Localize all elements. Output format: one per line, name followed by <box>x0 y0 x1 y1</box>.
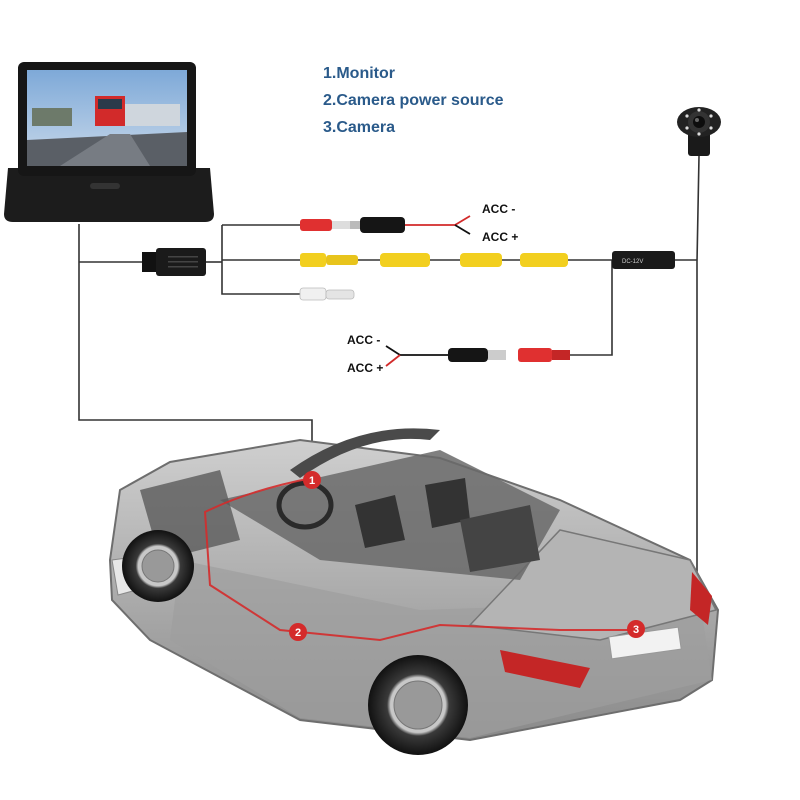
tail-light-left <box>500 650 590 688</box>
rear-seat <box>460 505 540 572</box>
acc-minus-bottom: ACC - <box>347 333 381 347</box>
front-seat-2 <box>425 478 470 528</box>
monitor-base <box>4 168 214 222</box>
rca-red-top <box>300 217 405 233</box>
monitor-button <box>90 183 120 189</box>
monitor-connector <box>142 248 206 276</box>
legend-power-source: 2.Camera power source <box>323 92 504 109</box>
acc-wires-top <box>405 215 471 235</box>
camera-lens <box>693 116 705 128</box>
front-seat <box>355 495 405 548</box>
dc-12v-label: DC-12V <box>622 259 643 265</box>
car-illustration <box>108 428 720 755</box>
acc-plus-top: ACC + <box>482 230 519 244</box>
marker-2: 2 <box>289 623 307 641</box>
rca-yellow-video <box>300 253 568 267</box>
legend-monitor: 1.Monitor <box>323 65 395 82</box>
rca-white-audio <box>299 287 355 301</box>
legend: 1.Monitor 2.Camera power source 3.Camera <box>323 60 504 141</box>
marker-3-label: 3 <box>633 624 639 636</box>
marker-1-label: 1 <box>309 475 315 487</box>
camera <box>677 107 721 156</box>
acc-wires-bottom <box>385 345 448 367</box>
marker-1: 1 <box>303 471 321 489</box>
truck-trailer <box>125 104 180 126</box>
legend-camera: 3.Camera <box>323 119 396 136</box>
monitor <box>4 62 214 222</box>
tail-light-right <box>690 572 712 625</box>
marker-2-label: 2 <box>295 627 301 639</box>
power-route <box>203 477 633 642</box>
power-connectors-bottom <box>448 348 570 362</box>
acc-plus-bottom: ACC + <box>347 361 384 375</box>
marker-3: 3 <box>627 620 645 638</box>
dc-12v-box: DC-12V <box>612 251 675 269</box>
acc-minus-top: ACC - <box>482 202 516 216</box>
